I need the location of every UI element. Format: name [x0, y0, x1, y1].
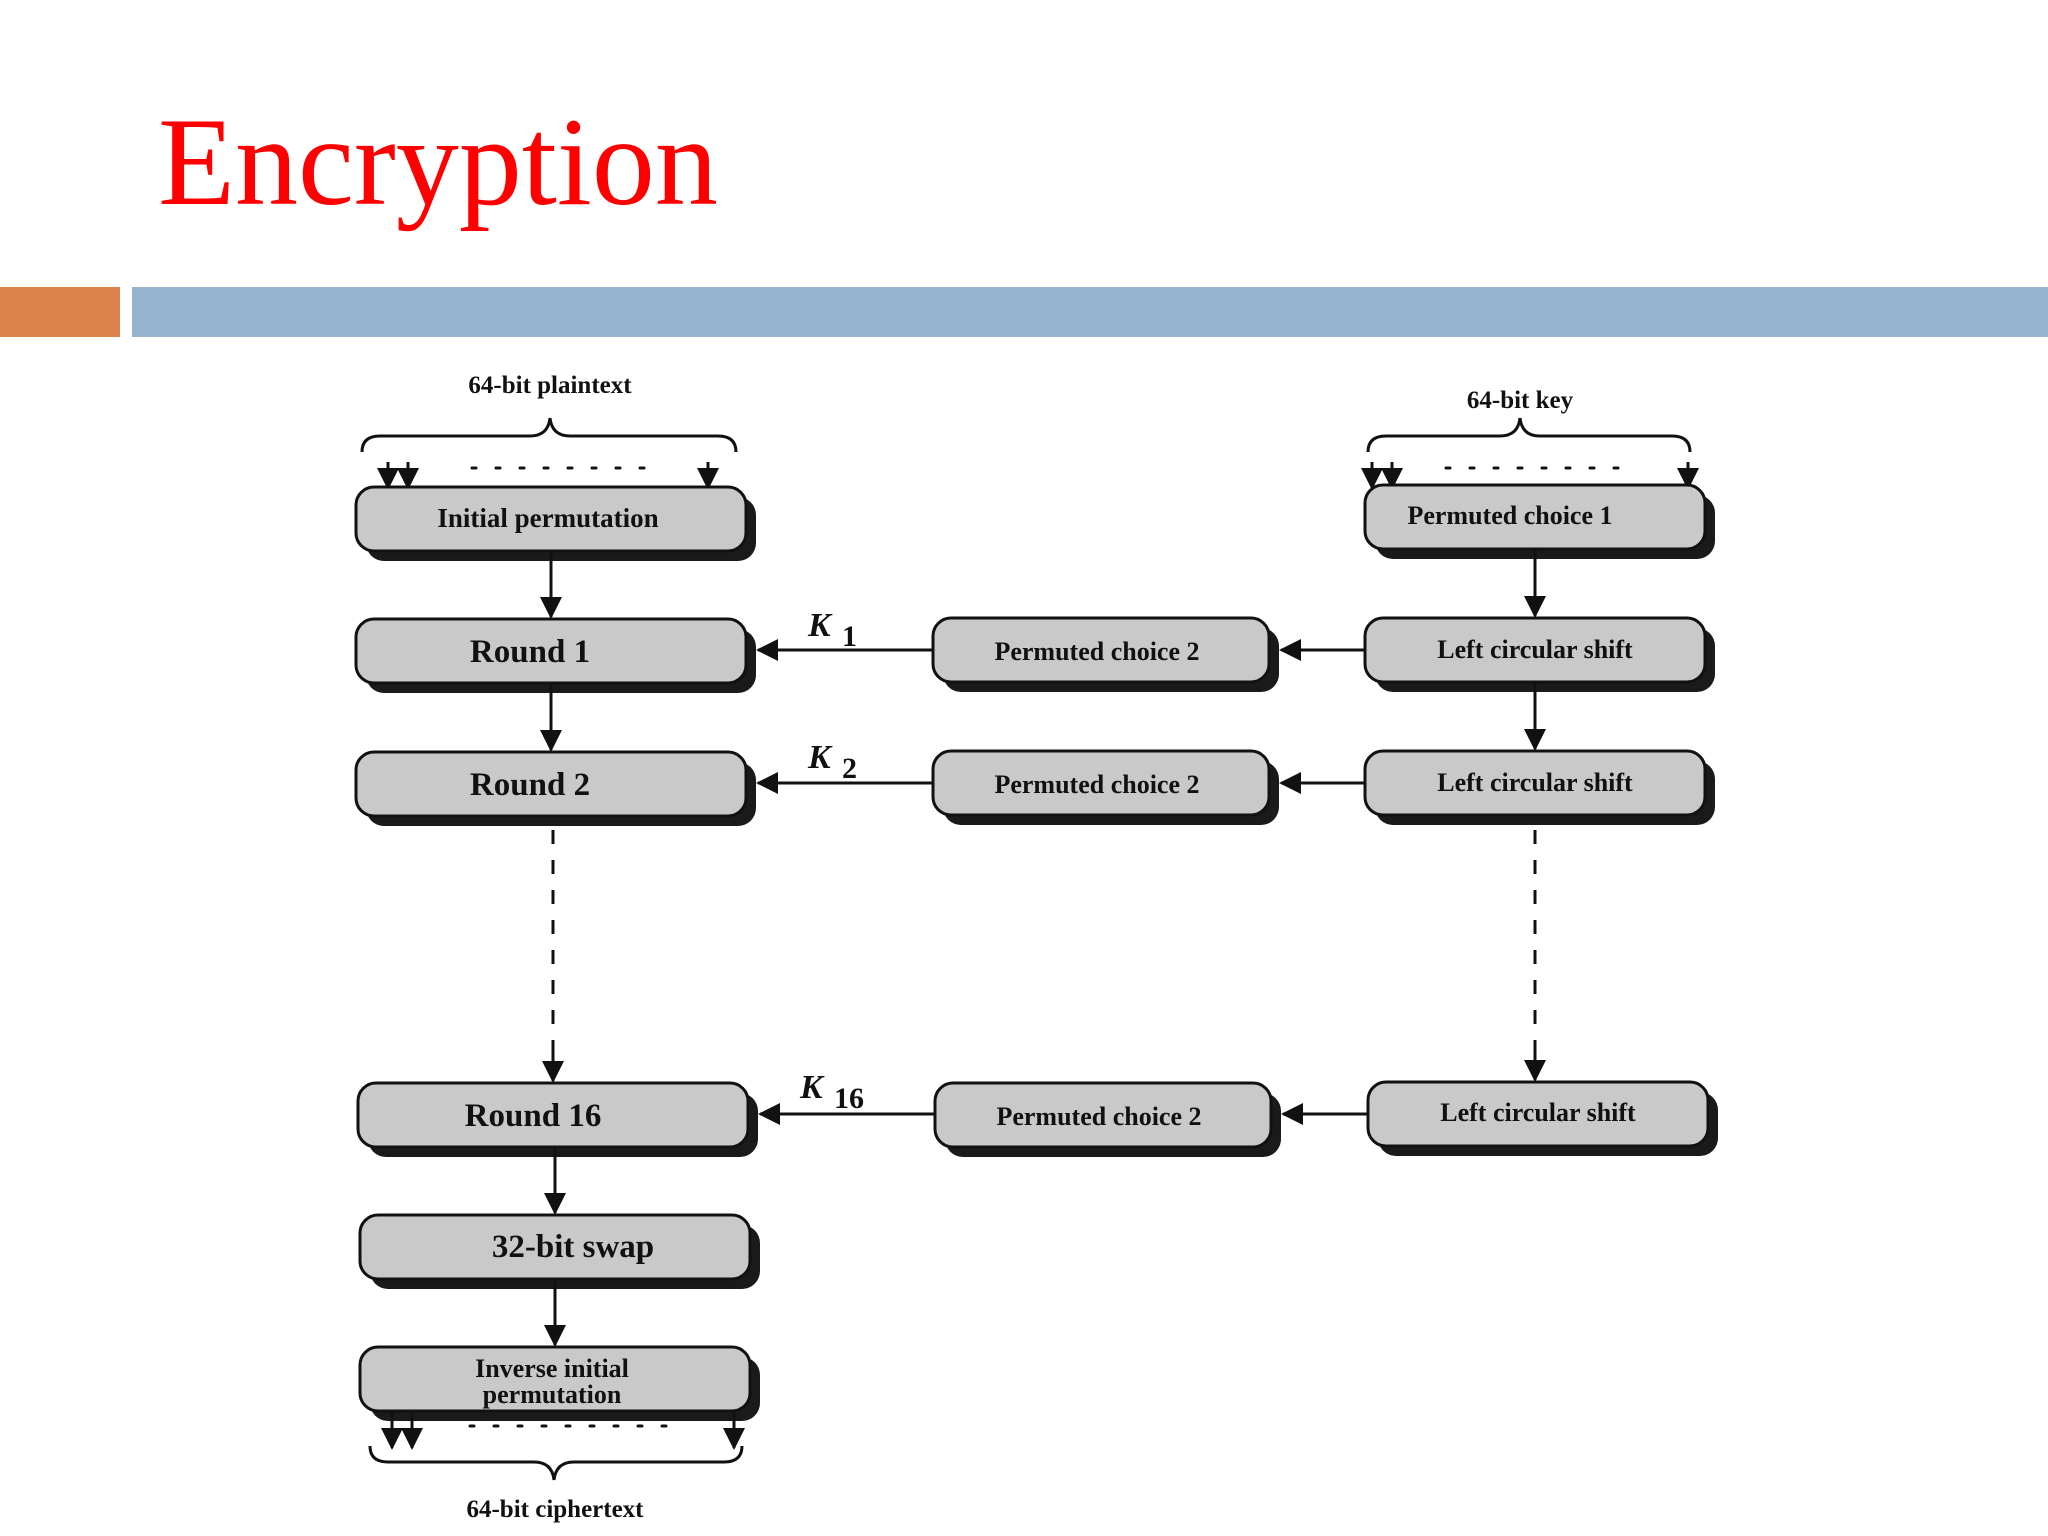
subkey-label-k16: K 16: [799, 1069, 864, 1115]
ciphertext-output-arrows: [381, 1411, 745, 1450]
svg-text:Round 16: Round 16: [465, 1098, 602, 1134]
svg-text:1: 1: [842, 620, 857, 653]
svg-text:K: K: [799, 1069, 825, 1106]
svg-text:K: K: [807, 739, 833, 776]
svg-text:Left circular shift: Left circular shift: [1437, 635, 1633, 664]
svg-text:Initial permutation: Initial permutation: [437, 503, 658, 533]
title-accent-bar: [0, 287, 120, 337]
permuted-choice-2-box-1: Permuted choice 2: [931, 616, 1279, 692]
ciphertext-label: 64-bit ciphertext: [466, 1496, 644, 1523]
round-2-box: Round 2: [354, 750, 756, 826]
svg-text:32-bit swap: 32-bit swap: [492, 1229, 654, 1265]
key-brace: [1366, 417, 1692, 453]
subkey-connectors: [756, 639, 1368, 1125]
permuted-choice-2-box-16: Permuted choice 2: [933, 1081, 1281, 1157]
initial-permutation-box: Initial permutation: [354, 485, 756, 561]
plaintext-input-arrows: [377, 462, 719, 490]
svg-text:Round 1: Round 1: [470, 634, 590, 670]
left-circular-shift-box-2: Left circular shift: [1363, 749, 1715, 825]
svg-text:Permuted choice 1: Permuted choice 1: [1407, 501, 1612, 530]
svg-text:2: 2: [842, 752, 857, 785]
left-circular-shift-box-16: Left circular shift: [1366, 1080, 1718, 1156]
svg-text:Permuted choice 2: Permuted choice 2: [994, 770, 1199, 799]
data-path-connectors: [540, 551, 566, 1347]
subkey-label-k1: K 1: [807, 607, 857, 653]
permuted-choice-1-box: Permuted choice 1: [1363, 483, 1715, 559]
round-16-box: Round 16: [356, 1081, 758, 1157]
permuted-choice-2-box-2: Permuted choice 2: [931, 749, 1279, 825]
plaintext-brace: [360, 417, 738, 453]
title-divider-bar: [132, 287, 2048, 337]
svg-text:Permuted choice 2: Permuted choice 2: [994, 637, 1199, 666]
svg-text:Inverse initial: Inverse initial: [475, 1354, 629, 1383]
svg-text:Round 2: Round 2: [470, 767, 590, 803]
subkey-label-k2: K 2: [807, 739, 857, 785]
key-label: 64-bit key: [1467, 387, 1574, 414]
round-1-box: Round 1: [354, 617, 756, 693]
svg-text:Permuted choice 2: Permuted choice 2: [996, 1102, 1201, 1131]
svg-text:Left circular shift: Left circular shift: [1437, 768, 1633, 797]
swap-box: 32-bit swap: [358, 1213, 760, 1289]
svg-text:16: 16: [834, 1082, 864, 1115]
left-circular-shift-box-1: Left circular shift: [1363, 616, 1715, 692]
svg-text:Left circular shift: Left circular shift: [1440, 1098, 1636, 1127]
svg-text:K: K: [807, 607, 833, 644]
ciphertext-brace: [368, 1445, 744, 1481]
plaintext-label: 64-bit plaintext: [468, 372, 632, 399]
svg-text:permutation: permutation: [483, 1380, 622, 1409]
slide-title: Encryption: [158, 93, 718, 232]
inverse-initial-permutation-box: Inverse initial permutation: [358, 1345, 760, 1421]
